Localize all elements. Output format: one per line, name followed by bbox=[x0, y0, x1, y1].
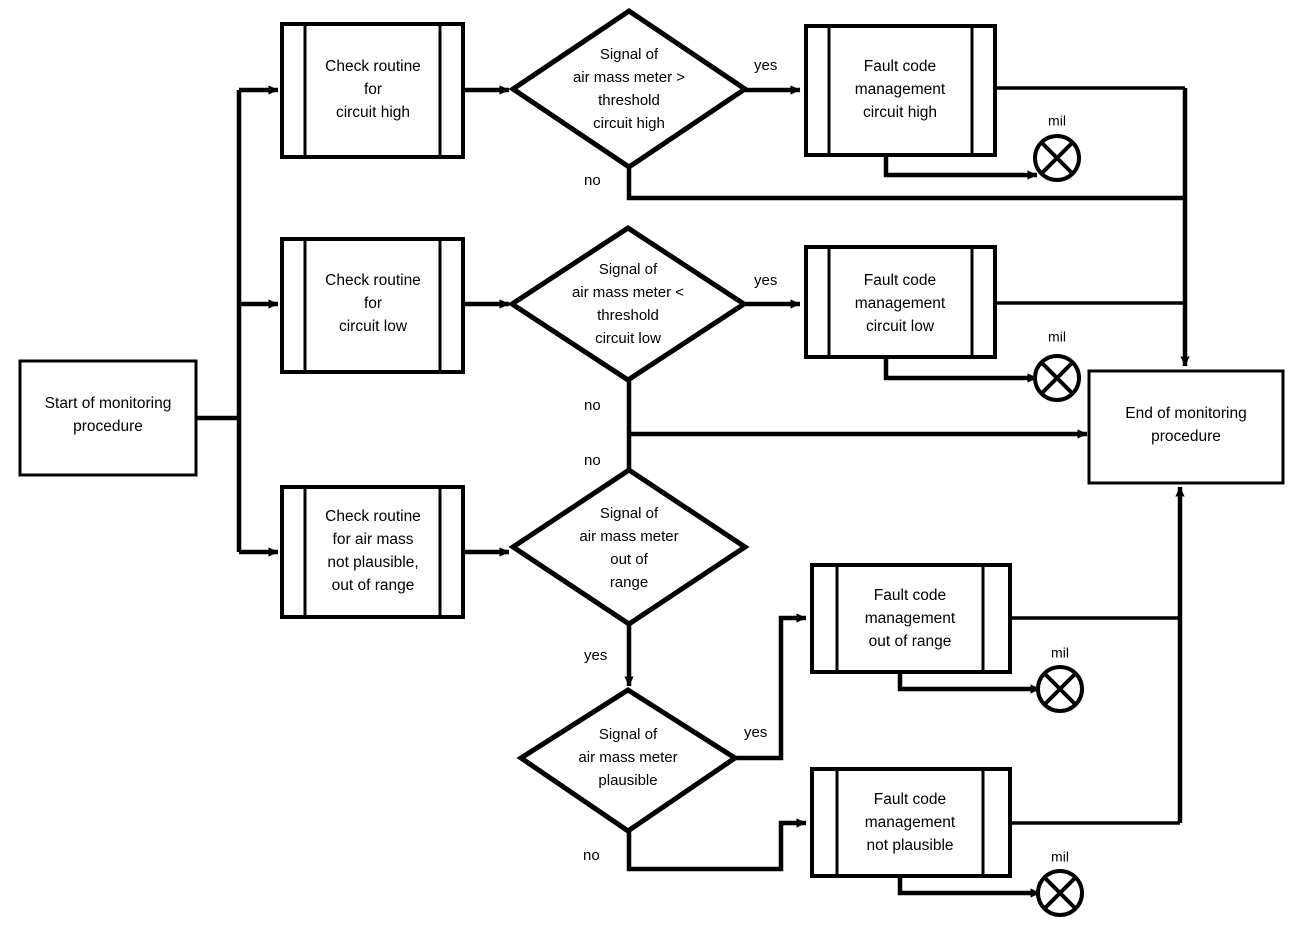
mil-plausible-caption: mil bbox=[1051, 849, 1069, 865]
fcm-range-label-line1: Fault code bbox=[874, 587, 946, 604]
decision-plausible-label-line1: Signal of bbox=[599, 726, 658, 743]
node-fcm-not-plausible[interactable]: Fault code management not plausible bbox=[810, 767, 1012, 878]
fcm-range-label-line3: out of range bbox=[869, 633, 952, 650]
decision-high-shape[interactable] bbox=[508, 7, 750, 171]
edge-label-high-yes: yes bbox=[754, 57, 777, 74]
node-decision-out-of-range[interactable]: Signal of air mass meter out of range bbox=[508, 466, 750, 628]
check-plausible-label-line1: Check routine bbox=[325, 508, 421, 525]
node-fcm-circuit-low[interactable]: Fault code management circuit low bbox=[804, 245, 997, 359]
node-mil-lamp-not-plausible[interactable]: mil bbox=[1036, 849, 1084, 917]
decision-low-label-line3: threshold bbox=[597, 307, 659, 324]
check-plausible-label-line3: not plausible, bbox=[327, 554, 418, 571]
node-check-routine-circuit-high[interactable]: Check routine for circuit high bbox=[280, 22, 465, 159]
mil-plausible-cross-2 bbox=[1043, 876, 1077, 910]
edge-label-low-no: no bbox=[584, 397, 601, 414]
node-mil-lamp-circuit-low[interactable]: mil bbox=[1033, 329, 1081, 402]
decision-range-shape[interactable] bbox=[508, 466, 750, 628]
edge-label-to-range-no: no bbox=[584, 452, 601, 469]
check-plausible-label-line4: out of range bbox=[332, 577, 415, 594]
decision-low-shape[interactable] bbox=[507, 225, 749, 383]
decision-high-label-line2: air mass meter > bbox=[573, 69, 685, 86]
connector-layer bbox=[196, 85, 1190, 898]
edge-label-range-yes: yes bbox=[584, 647, 607, 664]
edge-fcm-range-to-mil bbox=[897, 672, 1041, 694]
start-box[interactable] bbox=[18, 359, 198, 477]
edge-label-high-no: no bbox=[584, 172, 601, 189]
decision-high-label-line3: threshold bbox=[598, 92, 660, 109]
node-check-routine-not-plausible[interactable]: Check routine for air mass not plausible… bbox=[280, 485, 465, 619]
decision-range-label-line2: air mass meter bbox=[579, 528, 678, 545]
node-decision-plausible[interactable]: Signal of air mass meter plausible bbox=[516, 687, 740, 835]
fcm-high-box[interactable] bbox=[804, 24, 997, 157]
check-low-label-line2: for bbox=[364, 295, 382, 312]
mil-high-cross-2 bbox=[1040, 141, 1074, 175]
check-high-label-line3: circuit high bbox=[336, 104, 410, 121]
decision-high-label-line4: circuit high bbox=[593, 115, 665, 132]
start-label-line1: Start of monitoring bbox=[45, 395, 172, 412]
decision-range-label-line1: Signal of bbox=[600, 505, 659, 522]
fcm-range-box[interactable] bbox=[810, 563, 1012, 674]
edge-decision-plausible-no bbox=[626, 818, 807, 872]
fcm-low-label-line3: circuit low bbox=[866, 318, 935, 335]
edge-fcm-high-to-mil bbox=[883, 155, 1038, 180]
end-label-line1: End of monitoring bbox=[1125, 405, 1247, 422]
fcm-low-label-line2: management bbox=[855, 295, 946, 312]
fcm-plausible-label-line3: not plausible bbox=[866, 837, 953, 854]
node-fcm-circuit-high[interactable]: Fault code management circuit high bbox=[804, 24, 997, 157]
fcm-plausible-box[interactable] bbox=[810, 767, 1012, 878]
decision-low-label-line1: Signal of bbox=[599, 261, 658, 278]
fcm-plausible-label-line1: Fault code bbox=[874, 791, 946, 808]
node-check-routine-circuit-low[interactable]: Check routine for circuit low bbox=[280, 237, 465, 374]
check-high-label-line2: for bbox=[364, 81, 382, 98]
check-low-box[interactable] bbox=[280, 237, 465, 374]
decision-range-label-line3: out of bbox=[610, 551, 648, 568]
edge-fcm-plausible-to-mil bbox=[897, 876, 1041, 898]
edge-label-plausible-yes: yes bbox=[744, 724, 767, 741]
mil-low-cross-2 bbox=[1040, 361, 1074, 395]
edge-decision-high-no bbox=[626, 168, 1185, 201]
mil-low-caption: mil bbox=[1048, 329, 1066, 345]
mil-high-caption: mil bbox=[1048, 113, 1066, 129]
fcm-high-label-line2: management bbox=[855, 81, 946, 98]
check-plausible-box[interactable] bbox=[280, 485, 465, 619]
node-start[interactable]: Start of monitoring procedure bbox=[18, 359, 198, 477]
check-high-label-line1: Check routine bbox=[325, 58, 421, 75]
fcm-low-box[interactable] bbox=[804, 245, 997, 359]
edge-label-low-yes: yes bbox=[754, 272, 777, 289]
check-low-label-line3: circuit low bbox=[339, 318, 408, 335]
node-fcm-out-of-range[interactable]: Fault code management out of range bbox=[810, 563, 1012, 674]
decision-plausible-label-line3: plausible bbox=[598, 772, 657, 789]
edge-label-plausible-no: no bbox=[583, 847, 600, 864]
node-mil-lamp-circuit-high[interactable]: mil bbox=[1033, 113, 1081, 182]
check-high-box[interactable] bbox=[280, 22, 465, 159]
fcm-low-label-line1: Fault code bbox=[864, 272, 936, 289]
end-box[interactable] bbox=[1087, 369, 1285, 485]
fcm-high-label-line3: circuit high bbox=[863, 104, 937, 121]
decision-plausible-label-line2: air mass meter bbox=[578, 749, 677, 766]
decision-low-label-line4: circuit low bbox=[595, 330, 661, 347]
decision-range-label-line4: range bbox=[610, 574, 648, 591]
mil-range-caption: mil bbox=[1051, 645, 1069, 661]
fcm-range-label-line2: management bbox=[865, 610, 956, 627]
fcm-plausible-label-line2: management bbox=[865, 814, 956, 831]
start-label-line2: procedure bbox=[73, 418, 143, 435]
end-label-line2: procedure bbox=[1151, 428, 1221, 445]
decision-low-label-line2: air mass meter < bbox=[572, 284, 684, 301]
node-mil-lamp-out-of-range[interactable]: mil bbox=[1036, 645, 1084, 713]
edge-decision-plausible-yes bbox=[735, 613, 807, 761]
node-decision-circuit-high[interactable]: Signal of air mass meter > threshold cir… bbox=[508, 7, 750, 171]
check-plausible-label-line2: for air mass bbox=[333, 531, 414, 548]
decision-high-label-line1: Signal of bbox=[600, 46, 659, 63]
decision-plausible-shape[interactable] bbox=[516, 687, 740, 835]
node-decision-circuit-low[interactable]: Signal of air mass meter < threshold cir… bbox=[507, 225, 749, 383]
mil-range-cross-2 bbox=[1043, 672, 1077, 706]
edge-fcm-low-to-mil bbox=[883, 355, 1038, 383]
check-low-label-line1: Check routine bbox=[325, 272, 421, 289]
node-end[interactable]: End of monitoring procedure bbox=[1087, 369, 1285, 485]
fcm-high-label-line1: Fault code bbox=[864, 58, 936, 75]
